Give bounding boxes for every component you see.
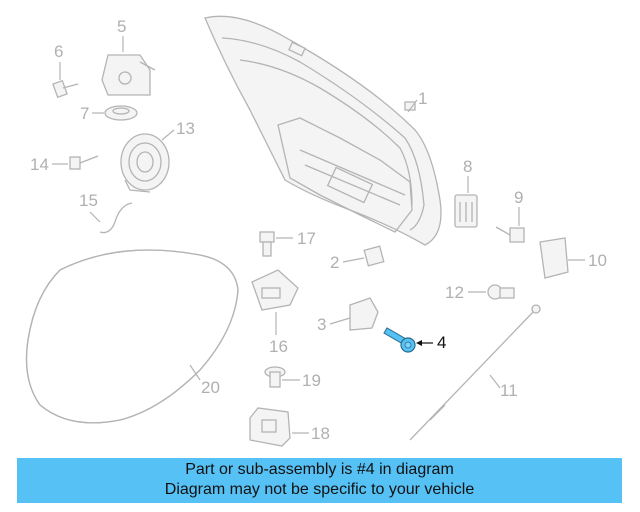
part-20-seal xyxy=(25,249,239,424)
callout-14: 14 xyxy=(30,155,49,174)
info-banner: Part or sub-assembly is #4 in diagram Di… xyxy=(17,458,622,503)
parts-diagram: 1 2 3 4 5 6 7 8 9 10 11 12 13 14 15 16 xyxy=(25,15,607,447)
part-14-bolt xyxy=(69,155,99,170)
part-7-grommet xyxy=(104,105,138,121)
part-17-bolt xyxy=(259,231,275,257)
callouts: 1 2 3 4 5 6 7 8 9 10 11 12 13 14 15 16 xyxy=(30,17,607,443)
part-13-actuator xyxy=(120,133,170,193)
part-4-bolt xyxy=(383,327,416,353)
part-2-stop xyxy=(363,245,385,267)
part-10-cover xyxy=(539,237,569,279)
part-3-bumper xyxy=(349,297,379,331)
part-11-strut xyxy=(409,304,541,441)
callout-4: 4 xyxy=(437,333,446,352)
callout-20: 20 xyxy=(201,378,220,397)
part-12-stud xyxy=(487,284,515,300)
callout-11: 11 xyxy=(500,381,518,400)
part-6-bolt xyxy=(52,79,79,99)
part-16-latch xyxy=(251,269,299,311)
part-5-bracket xyxy=(101,54,156,96)
callout-2: 2 xyxy=(330,253,339,272)
callout-12: 12 xyxy=(445,283,464,302)
part-9-bolt xyxy=(495,226,525,243)
callout-13: 13 xyxy=(176,119,195,138)
callout-3: 3 xyxy=(317,315,326,334)
part-19-pin xyxy=(264,366,286,388)
callout-17: 17 xyxy=(297,229,316,248)
part-8-bracket xyxy=(454,194,478,228)
callout-7: 7 xyxy=(80,104,89,123)
callout-10: 10 xyxy=(588,251,607,270)
part-1-liftgate xyxy=(204,15,442,246)
callout-19: 19 xyxy=(302,371,321,390)
callout-16: 16 xyxy=(269,337,288,356)
callout-8: 8 xyxy=(463,157,472,176)
part-18-housing xyxy=(249,407,291,447)
callout-6: 6 xyxy=(54,42,63,61)
part-15-hose xyxy=(99,202,133,234)
banner-line-1: Part or sub-assembly is #4 in diagram xyxy=(185,461,454,478)
callout-15: 15 xyxy=(79,191,98,210)
callout-1: 1 xyxy=(418,89,427,108)
callout-18: 18 xyxy=(311,424,330,443)
callout-5: 5 xyxy=(117,17,126,36)
callout-9: 9 xyxy=(514,188,523,207)
banner-line-2: Diagram may not be specific to your vehi… xyxy=(164,481,475,498)
